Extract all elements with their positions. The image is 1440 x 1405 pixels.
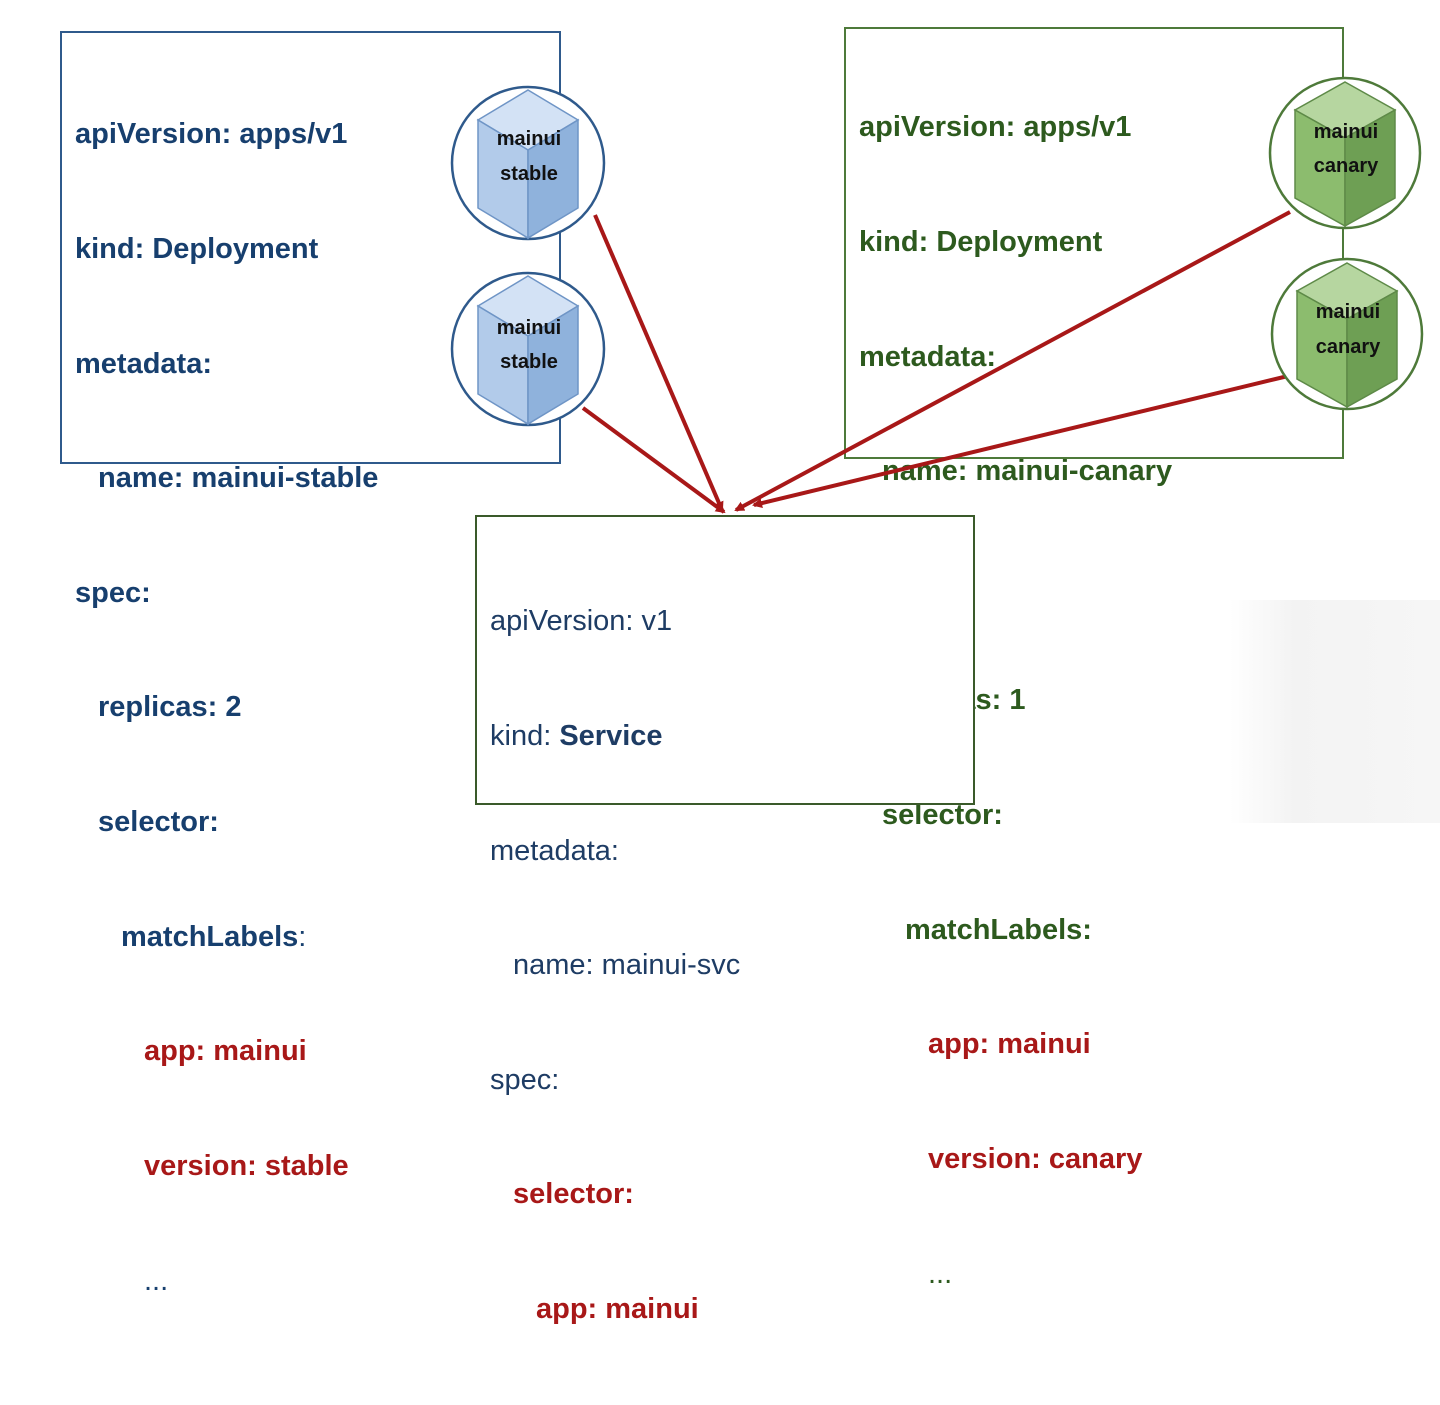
service-name: name: mainui-svc — [513, 949, 741, 982]
service-selector-app: app: mainui — [536, 1293, 699, 1326]
stable-pod-2-cube-right — [527, 304, 579, 426]
canary-metadata: metadata: — [859, 340, 996, 373]
canary-pod-1-cube-right — [1344, 108, 1396, 228]
canary-kind: kind: Deployment — [859, 226, 1103, 259]
diagram-overlay: mainui stable mainui stable mainui canar… — [450, 76, 1424, 514]
canary-pod-2: mainui canary — [1270, 257, 1424, 411]
stable-label-version: version: stable — [144, 1149, 349, 1182]
background-glare — [1230, 600, 1440, 823]
service-selector: selector: — [513, 1178, 634, 1211]
service-metadata: metadata: — [490, 834, 619, 867]
stable-api-version: apiVersion: apps/v1 — [75, 118, 348, 151]
canary-pod-2-cube-right — [1346, 289, 1398, 409]
stable-pod-2-label-line1: mainui — [497, 317, 561, 339]
selector-arrows — [581, 210, 1291, 514]
arrow-canary-pod-2 — [752, 374, 1289, 508]
stable-pod-2-label-line2: stable — [500, 351, 558, 373]
stable-pod-1-cube-right — [527, 118, 579, 240]
stable-metadata: metadata: — [75, 347, 212, 380]
canary-pod-1-label-line1: mainui — [1314, 121, 1378, 143]
stable-pod-1-label-line1: mainui — [497, 128, 561, 150]
canary-api-version: apiVersion: apps/v1 — [859, 111, 1132, 144]
arrow-canary-pod-1 — [734, 210, 1291, 512]
canary-pod-2-label-line1: mainui — [1316, 301, 1380, 323]
stable-pod-2: mainui stable — [450, 271, 606, 427]
service-api-version: apiVersion: v1 — [490, 605, 673, 638]
arrow-stable-pod-1 — [593, 214, 724, 512]
stable-pod-1: mainui stable — [450, 85, 606, 241]
stable-label-app: app: mainui — [144, 1035, 307, 1068]
canary-match-labels: matchLabels: — [905, 913, 1092, 946]
service-kind-value: Service — [559, 720, 663, 753]
stable-pod-1-label-line2: stable — [500, 163, 558, 185]
stable-spec: spec: — [75, 576, 151, 609]
stable-replicas: replicas: 2 — [98, 691, 242, 724]
canary-pod-1-label-line2: canary — [1314, 155, 1379, 177]
canary-ellipsis: ... — [928, 1257, 953, 1290]
stable-kind: kind: Deployment — [75, 233, 319, 266]
canary-name: name: mainui-canary — [882, 455, 1173, 488]
arrow-stable-pod-2 — [581, 406, 726, 514]
stable-ellipsis: ... — [144, 1264, 169, 1297]
service-kind: kind: Service — [490, 717, 740, 755]
stable-match-labels-colon: : — [298, 920, 307, 953]
stable-match-labels: matchLabels: — [75, 918, 378, 956]
stable-name: name: mainui-stable — [98, 462, 379, 495]
service-spec: spec: — [490, 1063, 560, 1096]
service-kind-key: kind: — [490, 720, 560, 753]
canary-pod-1: mainui canary — [1268, 76, 1422, 230]
stable-match-labels-key: matchLabels — [121, 920, 299, 953]
canary-label-app: app: mainui — [928, 1028, 1091, 1061]
canary-pod-2-label-line2: canary — [1316, 336, 1381, 358]
canary-label-version: version: canary — [928, 1142, 1143, 1175]
